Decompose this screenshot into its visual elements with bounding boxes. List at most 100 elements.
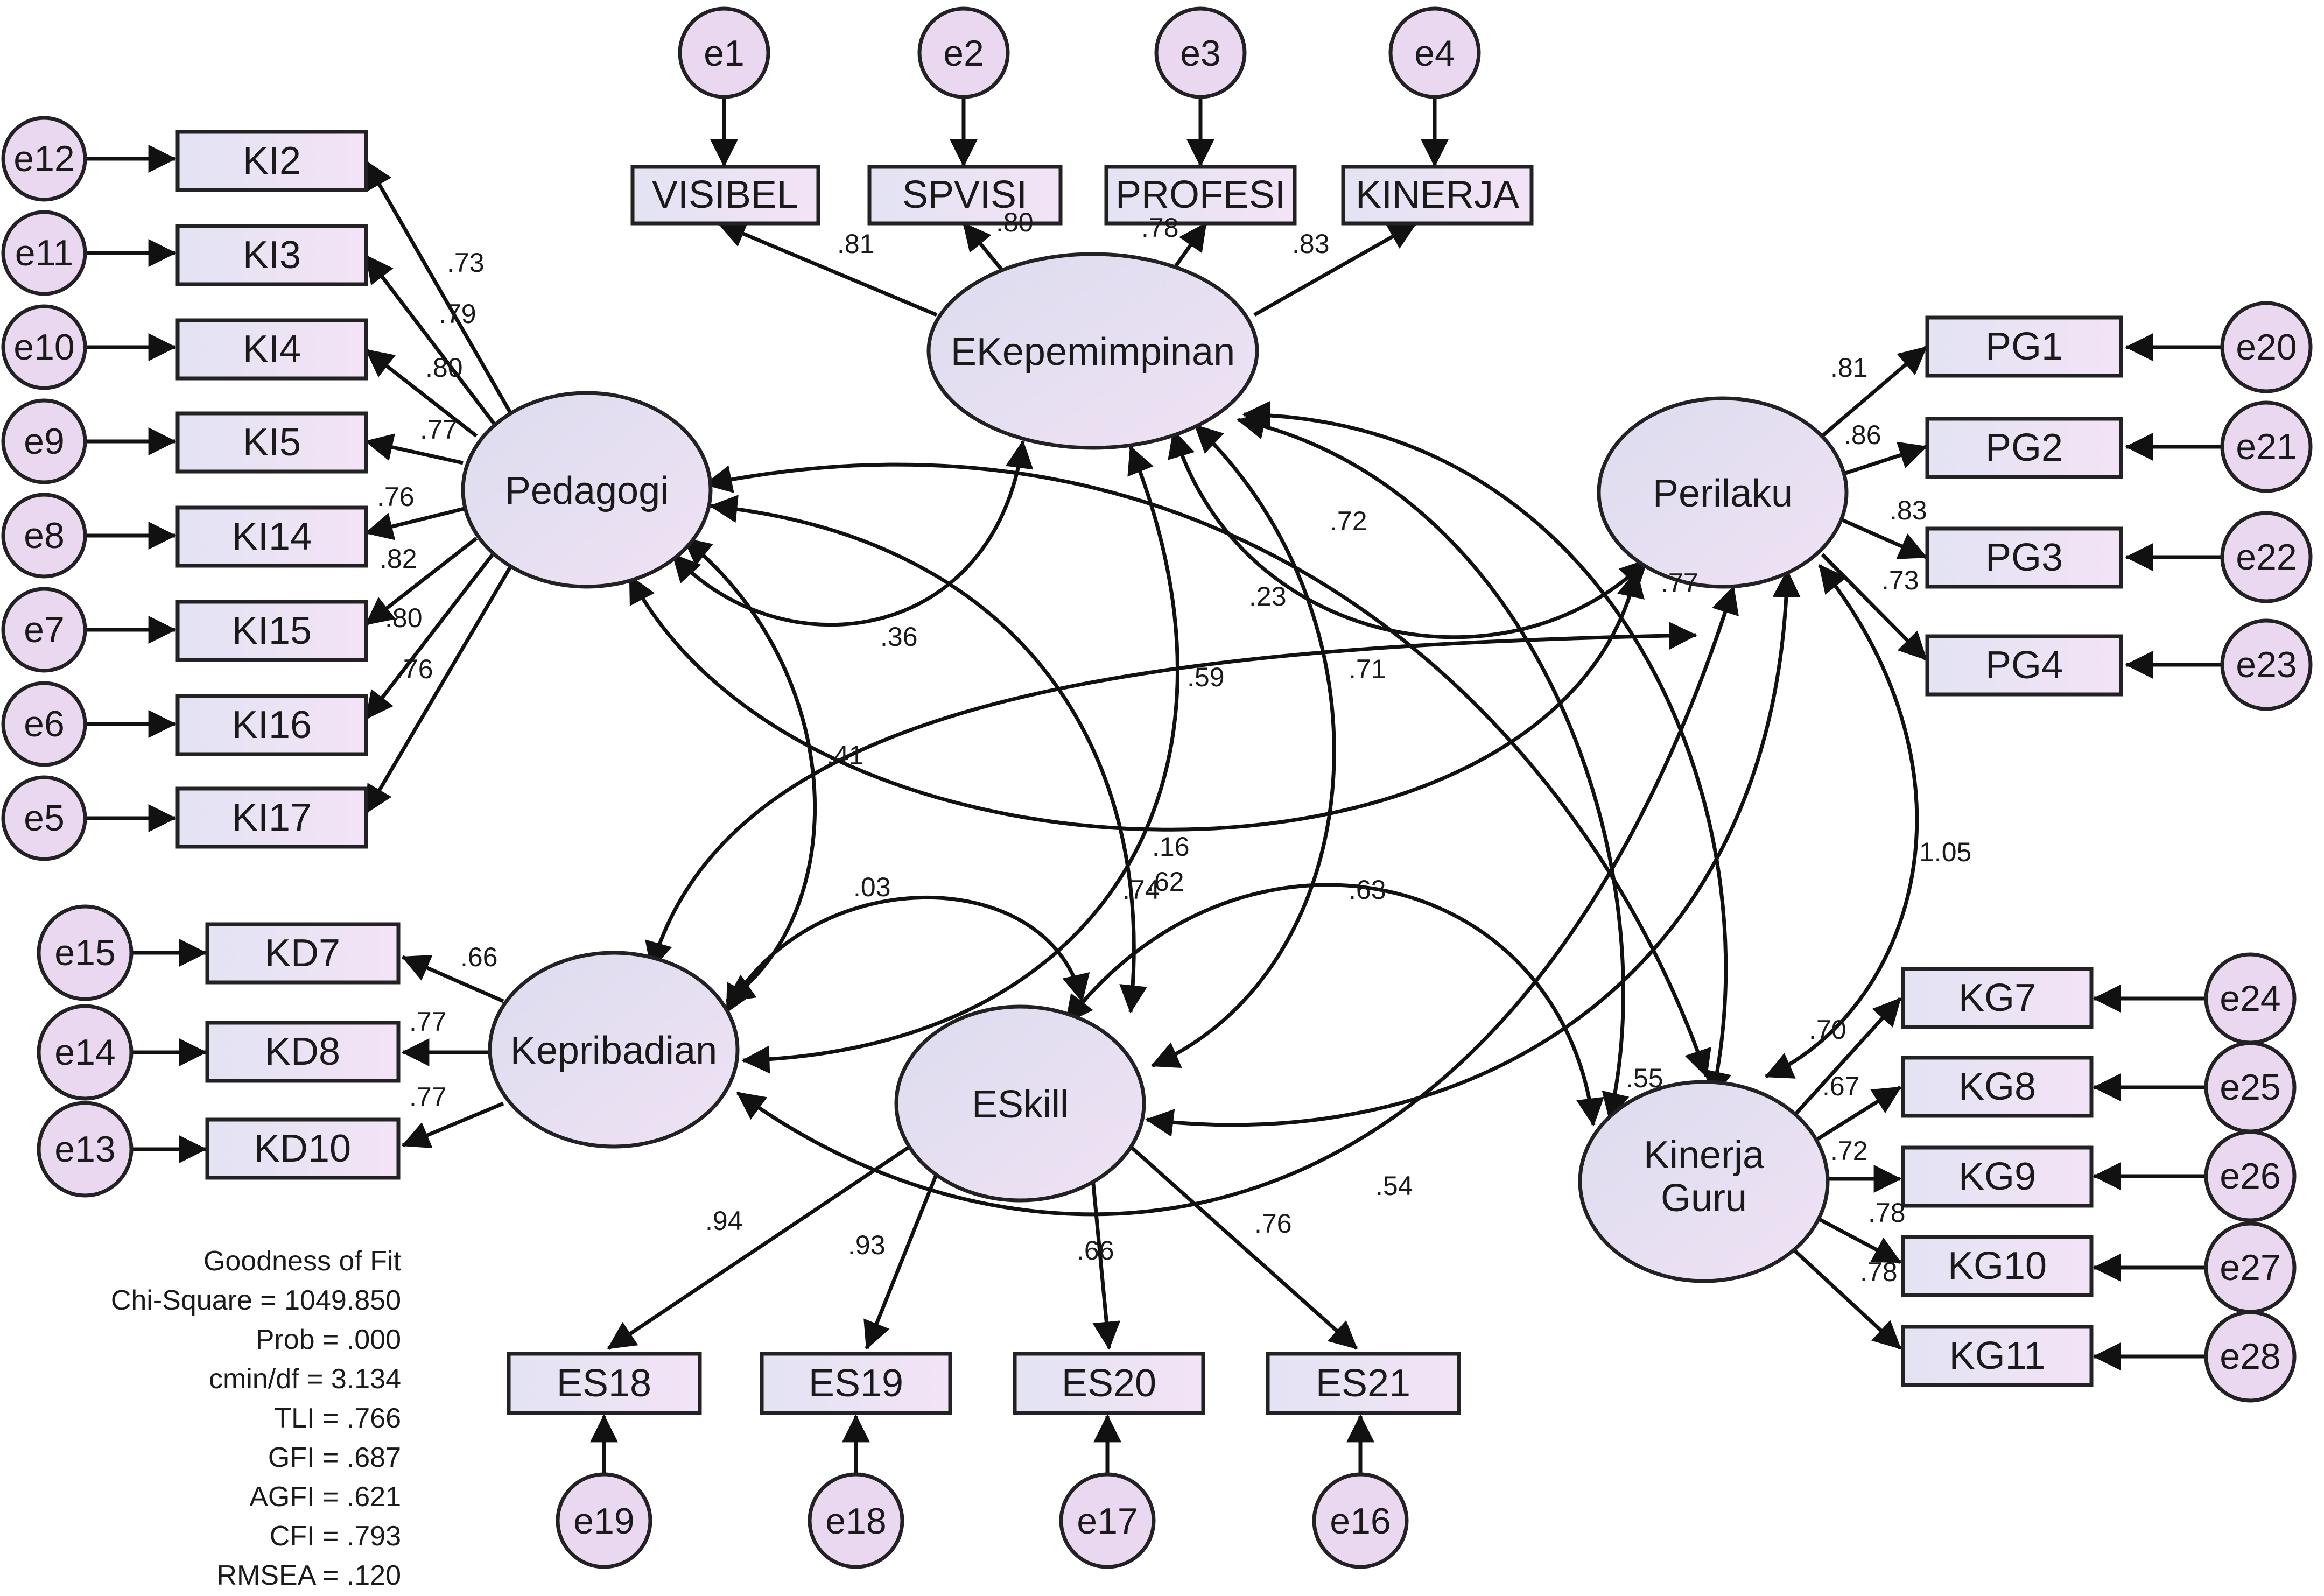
svg-text:KI14: KI14	[232, 515, 312, 558]
error-e8: e8	[1, 493, 87, 579]
svg-text:PG1: PG1	[1985, 325, 2063, 368]
indicator-kinerja: KINERJA	[1341, 165, 1534, 226]
indicators: VISIBEL SPVISI PROFESI KINERJA KI2 KI3 K…	[175, 130, 2123, 1415]
latent-kinerja-guru: Kinerja Guru	[1578, 1080, 1830, 1283]
indicator-kg11: KG11	[1901, 1325, 2094, 1387]
svg-text:KG8: KG8	[1958, 1065, 2036, 1108]
error-e11: e11	[1, 210, 87, 296]
indicator-spvisi: SPVISI	[867, 165, 1063, 226]
svg-text:KI2: KI2	[243, 139, 301, 182]
svg-text:EKepemimpinan: EKepemimpinan	[951, 331, 1235, 374]
svg-text:PROFESI: PROFESI	[1115, 173, 1286, 216]
indicator-kd8: KD8	[205, 1021, 401, 1083]
error-e18: e18	[808, 1472, 904, 1569]
error-e28: e28	[2204, 1310, 2297, 1403]
svg-text:KG7: KG7	[1958, 976, 2036, 1020]
loading-profesi: .78	[1141, 213, 1179, 243]
error-e21: e21	[2220, 400, 2313, 493]
svg-text:e20: e20	[2236, 327, 2297, 368]
latent-ekepemimpinan: EKepemimpinan	[926, 252, 1259, 450]
cov-label-es-kg: .63	[1349, 875, 1386, 905]
fit-prob: Prob = .000	[256, 1324, 401, 1355]
cov-label-ek-kg: .23	[1249, 581, 1287, 611]
svg-text:PG4: PG4	[1985, 644, 2063, 687]
error-e14: e14	[37, 1004, 134, 1101]
svg-text:KI3: KI3	[243, 234, 301, 277]
svg-text:ES21: ES21	[1316, 1362, 1410, 1405]
error-e19: e19	[556, 1472, 652, 1569]
indicator-ki5: KI5	[175, 411, 368, 474]
error-e2: e2	[917, 6, 1010, 99]
cov-pedagogi-eskill	[709, 495, 1147, 1014]
svg-text:e5: e5	[24, 798, 65, 839]
cov-ek-kinerja	[1237, 412, 1630, 1121]
cov-pedagogi-perilaku	[628, 569, 1645, 832]
loading-es20: .66	[1077, 1235, 1114, 1265]
loading-pg2: .86	[1844, 420, 1881, 450]
cov-label-per-kg: 1.05	[1919, 837, 1971, 867]
cov-label-ped-ek: .36	[880, 622, 918, 652]
svg-text:e15: e15	[54, 932, 115, 973]
indicator-es21: ES21	[1266, 1352, 1461, 1415]
indicator-kg9: KG9	[1901, 1145, 2094, 1208]
indicator-ki3: KI3	[175, 224, 368, 286]
svg-text:Pedagogi: Pedagogi	[505, 469, 669, 512]
error-e12: e12	[1, 116, 87, 202]
loading-kd10: .77	[409, 1082, 447, 1112]
svg-text:Guru: Guru	[1661, 1177, 1747, 1220]
loading-spvisi: .80	[996, 207, 1034, 237]
cov-pedagogi-kinerja	[704, 462, 1711, 1078]
fit-cfi: CFI = .793	[270, 1521, 401, 1552]
svg-text:e23: e23	[2236, 644, 2297, 685]
cov-eskill-perilaku	[1145, 569, 1801, 1137]
latent-variables: EKepemimpinan Pedagogi Perilaku Kepribad…	[461, 252, 1849, 1283]
svg-text:e12: e12	[13, 138, 74, 179]
loading-kd7: .66	[460, 942, 498, 972]
cov-label-ek-kep: .74	[1122, 875, 1160, 905]
svg-text:PG2: PG2	[1985, 426, 2063, 469]
svg-text:KD7: KD7	[265, 932, 340, 975]
error-e23: e23	[2220, 618, 2313, 711]
loading-visibel: .81	[837, 229, 875, 259]
error-e22: e22	[2220, 511, 2313, 603]
goodness-of-fit-panel: Goodness of Fit Chi-Square = 1049.850 Pr…	[111, 1246, 402, 1591]
indicator-kd7: KD7	[205, 922, 401, 985]
error-e25: e25	[2204, 1041, 2297, 1134]
cov-ek-eskill	[1150, 424, 1336, 1068]
fit-title: Goodness of Fit	[203, 1246, 402, 1277]
loading-kinerja: .83	[1292, 229, 1330, 259]
svg-text:KI16: KI16	[232, 704, 312, 747]
svg-text:Perilaku: Perilaku	[1653, 472, 1793, 515]
latent-eskill: ESkill	[894, 1004, 1146, 1203]
svg-text:e7: e7	[24, 609, 65, 650]
loading-kg11: .78	[1860, 1257, 1898, 1287]
svg-text:KI17: KI17	[232, 796, 312, 839]
loading-pg1: .81	[1830, 353, 1868, 383]
error-e6: e6	[1, 681, 87, 767]
cov-label-ped-kep: .03	[853, 872, 891, 902]
svg-text:e3: e3	[1180, 33, 1221, 74]
indicator-pg4: PG4	[1925, 634, 2123, 697]
cov-label-kep-kg: .54	[1375, 1171, 1413, 1201]
svg-text:e22: e22	[2236, 537, 2297, 578]
svg-text:ES19: ES19	[809, 1362, 903, 1405]
svg-text:KG9: KG9	[1958, 1155, 2036, 1198]
loading-ki17: .76	[396, 654, 433, 684]
error-e3: e3	[1154, 6, 1247, 99]
cov-label-es-per: .55	[1626, 1063, 1663, 1093]
svg-text:e18: e18	[825, 1501, 886, 1542]
indicator-ki4: KI4	[175, 318, 368, 381]
loading-ki4: .80	[425, 353, 463, 383]
svg-text:KG11: KG11	[1949, 1334, 2046, 1377]
svg-text:e27: e27	[2220, 1247, 2280, 1288]
error-e10: e10	[1, 304, 87, 390]
cov-label-kep-per: .77	[1661, 568, 1698, 598]
loading-kg7: .70	[1809, 1015, 1846, 1045]
fit-rmsea: RMSEA = .120	[216, 1560, 401, 1591]
svg-text:KG10: KG10	[1948, 1245, 2047, 1288]
svg-text:e6: e6	[24, 704, 65, 744]
svg-text:KD8: KD8	[265, 1030, 340, 1073]
error-e5: e5	[1, 775, 87, 861]
svg-text:e14: e14	[54, 1032, 115, 1073]
loading-pg3: .83	[1890, 495, 1927, 525]
